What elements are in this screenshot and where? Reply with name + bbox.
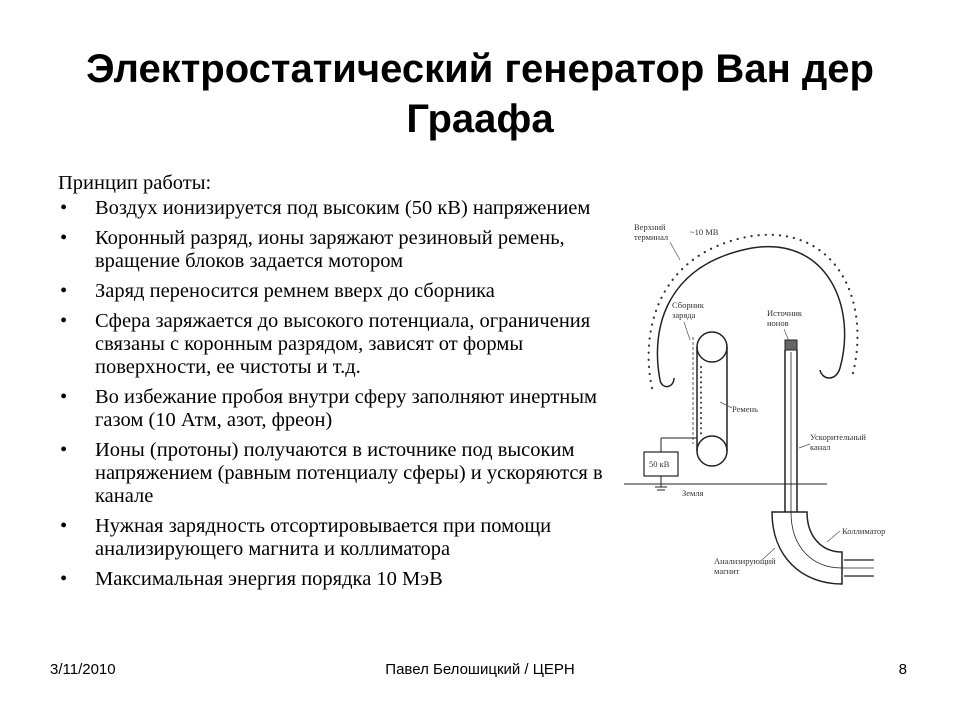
bullet-item: Коронный разряд, ионы заряжают резиновый…	[58, 227, 618, 273]
upper-pulley	[696, 331, 728, 363]
label-terminal: Верхний	[634, 222, 666, 232]
label-collector-2: заряда	[672, 310, 696, 320]
analyzing-magnet	[771, 511, 843, 585]
label-ion-source: Источник	[767, 308, 803, 318]
footer-date: 3/11/2010	[50, 661, 116, 678]
terminal-shell	[656, 245, 846, 381]
intro-text: Принцип работы:	[58, 172, 212, 194]
label-collector: Сборник	[672, 300, 705, 310]
bullet-item: Заряд переносится ремнем вверх до сборни…	[58, 280, 618, 303]
beam-curve	[790, 511, 874, 569]
pointer-line	[719, 401, 733, 409]
bullet-item: Ионы (протоны) получаются в источнике по…	[58, 439, 618, 508]
bullet-item: Сфера заряжается до высокого потенциала,…	[58, 310, 618, 379]
label-belt: Ремень	[732, 404, 758, 414]
label-voltage: ~10 МВ	[690, 227, 719, 237]
bullet-item: Воздух ионизируется под высоким (50 кВ) …	[58, 197, 618, 220]
label-ground: Земля	[682, 488, 704, 498]
pointer-line	[826, 530, 841, 543]
label-collimator: Коллиматор	[842, 526, 885, 536]
label-channel-2: канал	[810, 442, 831, 452]
footer-page-number: 8	[898, 661, 907, 678]
pointer-line	[669, 241, 681, 261]
slide-title: Электростатический генератор Ван дер Гра…	[86, 47, 874, 141]
terminal-charge-dots	[647, 233, 859, 390]
ion-source	[784, 339, 798, 351]
footer-author: Павел Белошицкий / ЦЕРН	[385, 661, 575, 678]
pointer-line	[798, 443, 811, 449]
pointer-line	[761, 547, 776, 561]
label-magnet: Анализирующий	[714, 556, 776, 566]
label-supply: 50 кВ	[649, 459, 670, 469]
lower-pulley	[696, 435, 728, 467]
bullet-item: Во избежание пробоя внутри сферу заполня…	[58, 386, 618, 432]
bullet-list: Воздух ионизируется под высоким (50 кВ) …	[58, 197, 618, 591]
pointer-line	[683, 321, 691, 341]
bullet-item: Максимальная энергия порядка 10 МэВ	[58, 568, 618, 591]
label-terminal-2: терминал	[634, 232, 669, 242]
bullet-item: Нужная зарядность отсортировывается при …	[58, 515, 618, 561]
label-ion-source-2: ионов	[767, 318, 789, 328]
label-channel: Ускорительный	[810, 432, 866, 442]
van-de-graaff-diagram: Верхний терминал ~10 МВ Сборник заряда И…	[624, 222, 885, 585]
slide-content: Принцип работы: Воздух ионизируется под …	[58, 172, 618, 598]
terminal-shell-inner-left	[659, 377, 675, 388]
label-magnet-2: магнит	[714, 566, 740, 576]
